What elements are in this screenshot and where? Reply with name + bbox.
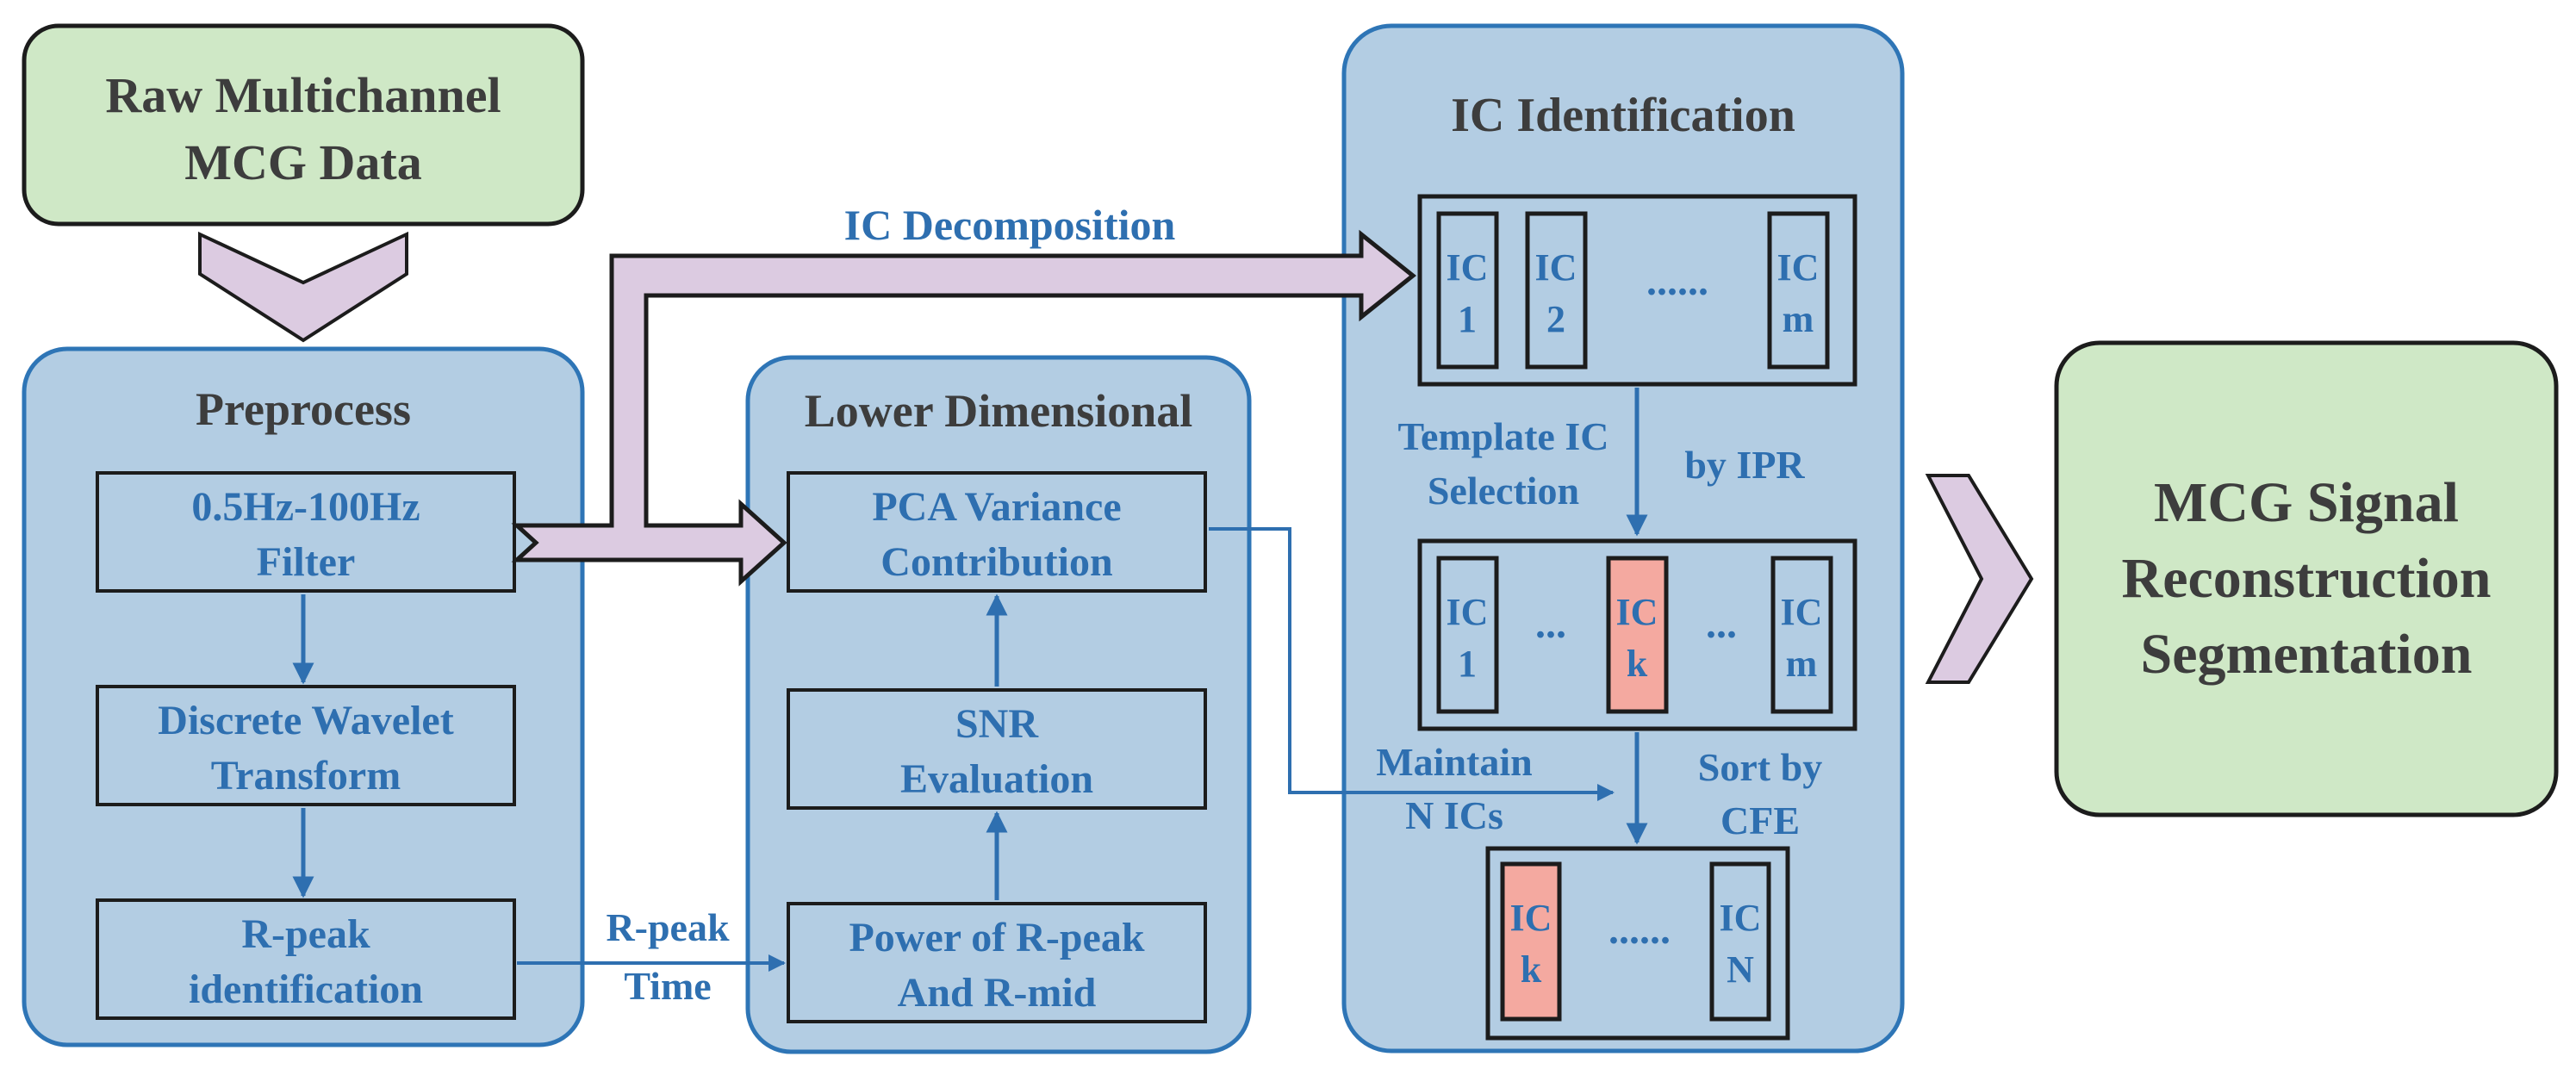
raw-data-line1: Raw Multichannel bbox=[105, 67, 501, 123]
ic-identification-panel: IC Identification IC 1 IC 2 ...... IC m … bbox=[1341, 23, 1905, 1053]
template-label-line1: Template IC bbox=[1398, 414, 1609, 458]
lower-dimensional-panel: Lower Dimensional PCA Variance Contribut… bbox=[745, 355, 1252, 1054]
power-box bbox=[787, 902, 1207, 1023]
ellipsis: ...... bbox=[1646, 258, 1708, 304]
snr-line2: Evaluation bbox=[900, 756, 1093, 802]
raw-data-box: Raw Multichannel MCG Data bbox=[22, 23, 585, 227]
filter-line1: 0.5Hz-100Hz bbox=[191, 484, 420, 530]
sort-label-line2: CFE bbox=[1720, 799, 1800, 842]
rpeak-line2: identification bbox=[189, 966, 423, 1012]
ic-chip-index: m bbox=[1786, 643, 1818, 685]
ic-decomposition-label: IC Decomposition bbox=[844, 201, 1176, 249]
ic-chip-label: IC bbox=[1777, 246, 1820, 289]
raw-data-line2: MCG Data bbox=[184, 134, 421, 190]
dwt-line1: Discrete Wavelet bbox=[158, 698, 453, 743]
template-label-line2: Selection bbox=[1428, 469, 1579, 513]
power-line1: Power of R-peak bbox=[849, 915, 1144, 960]
ic-chip bbox=[1770, 556, 1833, 714]
ic-chip bbox=[1525, 211, 1588, 370]
ic-chip-index: 1 bbox=[1458, 643, 1477, 685]
rpeak-time-line1: R-peak bbox=[606, 905, 730, 949]
sort-label-line1: Sort by bbox=[1698, 745, 1822, 789]
ic-chip-label: IC bbox=[1535, 246, 1577, 289]
power-line2: And R-mid bbox=[898, 970, 1097, 1016]
pca-to-ic-connector bbox=[1209, 527, 1615, 801]
output-line2: Reconstruction bbox=[2122, 547, 2492, 610]
ic-identification-title: IC Identification bbox=[1451, 89, 1795, 142]
snr-box bbox=[787, 688, 1207, 810]
output-box: MCG Signal Reconstruction Segmentation bbox=[2054, 340, 2559, 817]
ic-chip-index: k bbox=[1521, 948, 1542, 991]
ic-chip bbox=[1767, 211, 1830, 370]
ic-decomposition-arrow bbox=[511, 229, 1417, 587]
chevron-right-icon bbox=[1925, 474, 2034, 684]
snr-line1: SNR bbox=[955, 701, 1039, 747]
preprocess-title: Preprocess bbox=[196, 383, 411, 435]
maintain-label-line2: N ICs bbox=[1405, 793, 1503, 837]
pca-line2: Contribution bbox=[880, 539, 1112, 585]
ic-chip-label: IC bbox=[1447, 591, 1489, 633]
ic-chip-label: IC bbox=[1720, 897, 1762, 939]
rpeak-box bbox=[96, 898, 516, 1020]
ic-chip-index: m bbox=[1783, 298, 1814, 340]
ic-chip-index: k bbox=[1627, 643, 1648, 685]
ic-chip-index: N bbox=[1727, 948, 1754, 991]
ellipsis: ... bbox=[1535, 601, 1566, 647]
ic-chip bbox=[1436, 556, 1499, 714]
by-ipr-label: by IPR bbox=[1684, 443, 1805, 487]
ic-chip-label: IC bbox=[1781, 591, 1823, 633]
dwt-line2: Transform bbox=[211, 753, 401, 799]
rpeak-time-line2: Time bbox=[624, 964, 711, 1008]
ellipsis: ...... bbox=[1608, 907, 1671, 953]
ic-chip-index: 2 bbox=[1546, 298, 1565, 340]
ic-chip bbox=[1709, 861, 1771, 1022]
chevron-down-icon bbox=[198, 231, 408, 343]
ic-chip bbox=[1436, 211, 1499, 370]
ic-chip-label: IC bbox=[1616, 591, 1658, 633]
output-line1: MCG Signal bbox=[2154, 471, 2459, 534]
filter-line2: Filter bbox=[257, 539, 356, 585]
ic-chip-label: IC bbox=[1447, 246, 1489, 289]
filter-box bbox=[96, 471, 516, 593]
ellipsis: ... bbox=[1706, 601, 1737, 647]
ic-chip-index: 1 bbox=[1458, 298, 1477, 340]
output-line3: Segmentation bbox=[2141, 623, 2473, 686]
lower-dimensional-title: Lower Dimensional bbox=[805, 385, 1193, 437]
rpeak-line1: R-peak bbox=[241, 911, 370, 957]
ic-chip-label: IC bbox=[1510, 897, 1552, 939]
pca-line1: PCA Variance bbox=[872, 484, 1121, 530]
ic-chip-highlight bbox=[1606, 556, 1669, 714]
maintain-label-line1: Maintain bbox=[1376, 740, 1532, 784]
pca-box bbox=[787, 471, 1207, 593]
dwt-box bbox=[96, 685, 516, 806]
preprocess-panel: Preprocess 0.5Hz-100Hz Filter Discrete W… bbox=[22, 346, 585, 1047]
ic-chip-highlight bbox=[1500, 861, 1562, 1022]
